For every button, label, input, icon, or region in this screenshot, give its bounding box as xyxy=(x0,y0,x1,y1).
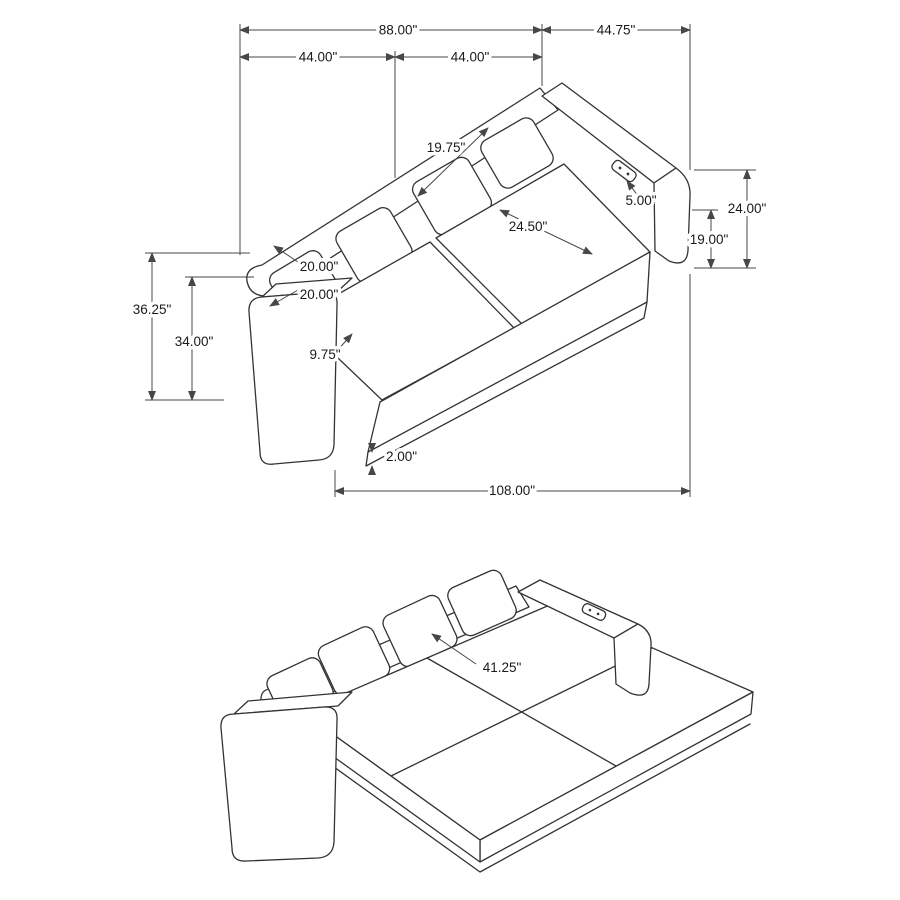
bed-right-arm-front xyxy=(613,623,652,696)
dim-seat-height: 19.00" xyxy=(690,232,729,247)
sofa-top-view xyxy=(246,82,691,467)
dim-seat-section-right: 44.00" xyxy=(451,50,490,65)
usb-port xyxy=(581,603,607,621)
dim-overall-back-width: 88.00" xyxy=(379,23,418,38)
bed-plinth-strip xyxy=(301,723,751,873)
dim-right-section-width: 44.75" xyxy=(597,23,636,38)
dim-seat-depth: 24.50" xyxy=(509,219,548,234)
back-pillow xyxy=(480,117,554,189)
bed-platform-split-cross xyxy=(426,657,617,767)
dim-arm-height: 24.00" xyxy=(728,201,767,216)
dim-back-height: 34.00" xyxy=(175,334,214,349)
right-arm-front xyxy=(653,167,691,264)
bed-left-arm-face xyxy=(220,706,338,862)
dim-arm-top-width: 5.00" xyxy=(625,193,656,208)
dim-overall-length: 108.00" xyxy=(489,483,535,498)
sofa-bed-view xyxy=(220,569,754,873)
base-plinth-strip xyxy=(365,301,648,467)
left-arm-face xyxy=(248,291,338,465)
top-view-dimensions: 88.00" 44.75" 44.00" 44.00" 19.75" 5.00"… xyxy=(129,19,770,502)
dim-seat-section-left: 44.00" xyxy=(299,50,338,65)
usb-port xyxy=(611,159,637,183)
dim-arm-width: 9.75" xyxy=(309,347,340,362)
dim-base-clearance: 2.00" xyxy=(386,449,417,464)
dim-pillow-height: 20.00" xyxy=(300,287,339,302)
dim-back-pillow-height: 19.75" xyxy=(427,140,466,155)
back-pillow xyxy=(447,569,517,637)
bed-view-dimensions: 41.25" xyxy=(431,633,525,679)
dim-overall-height: 36.25" xyxy=(133,302,172,317)
dim-pillow-width: 20.00" xyxy=(300,259,339,274)
dim-pullout-depth: 41.25" xyxy=(483,660,522,675)
